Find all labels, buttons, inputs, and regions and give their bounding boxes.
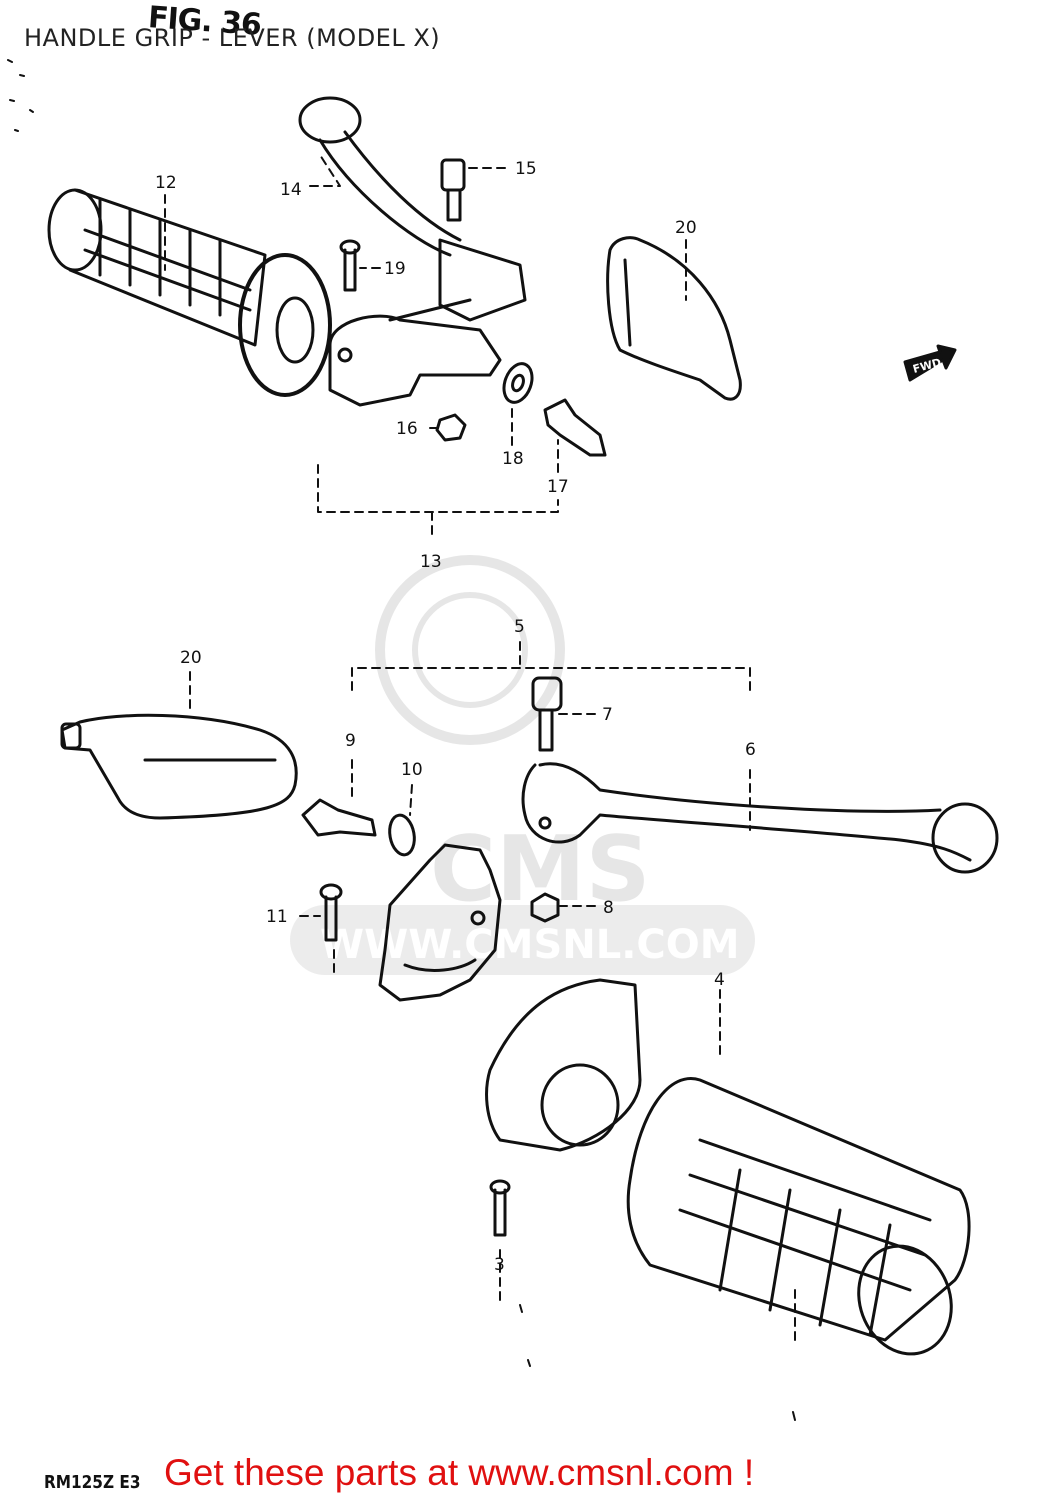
part-8-nut	[530, 892, 560, 923]
watermark: CMS WWW.CMSNL.COM	[290, 555, 755, 975]
part-lever-holder-bottom	[378, 843, 502, 1002]
callout-8: 8	[603, 898, 614, 918]
callout-15: 15	[515, 159, 537, 179]
callout-13: 13	[420, 552, 442, 572]
part-15-bolt	[440, 158, 466, 222]
part-9-bolt	[301, 798, 377, 837]
callout-20-bottom: 20	[180, 648, 202, 668]
callout-9: 9	[345, 731, 356, 751]
callout-4: 4	[714, 970, 725, 990]
callout-19: 19	[384, 259, 406, 279]
part-12-handle-grip	[47, 188, 332, 397]
scan-speckles	[7, 59, 796, 1421]
bracket-13	[317, 464, 559, 541]
part-20-cover-bottom	[60, 713, 298, 820]
part-20-cover-top	[606, 236, 742, 401]
callout-5: 5	[514, 617, 525, 637]
callout-10: 10	[401, 760, 423, 780]
part-10-washer	[388, 813, 416, 857]
leader-lines	[164, 154, 796, 1341]
callout-12: 12	[155, 173, 177, 193]
fwd-arrow-icon	[903, 344, 957, 382]
callout-7: 7	[602, 705, 613, 725]
watermark-brand: CMS	[430, 817, 650, 922]
part-6-lever	[521, 762, 999, 874]
bracket-5	[351, 641, 751, 831]
diagram-title: HANDLE GRIP - LEVER (MODEL X)	[24, 24, 441, 52]
callout-20-top: 20	[675, 218, 697, 238]
part-16-nut	[435, 413, 467, 442]
part-13-lever-holder	[328, 298, 502, 407]
part-3-screw	[489, 1179, 511, 1237]
model-code: RM125Z E3	[44, 1472, 141, 1493]
callout-16: 16	[396, 419, 418, 439]
part-11-screw	[319, 883, 343, 942]
part-throttle-housing	[485, 978, 642, 1152]
part-17-bolt	[543, 398, 607, 457]
watermark-logo	[375, 555, 565, 745]
callout-18: 18	[502, 449, 524, 469]
part-14-lever	[298, 96, 527, 322]
part-19-screw	[339, 239, 361, 292]
part-7-bolt	[531, 676, 563, 752]
parts-link[interactable]: Get these parts at www.cmsnl.com !	[164, 1452, 755, 1493]
callout-labels: 12 14 15 19 20 16 18 17 13 5 20 7 9 6 10…	[155, 159, 756, 1275]
part-throttle-grip	[626, 1077, 971, 1356]
callout-6: 6	[745, 740, 756, 760]
callout-3: 3	[494, 1255, 505, 1275]
callout-14: 14	[280, 180, 302, 200]
callout-11: 11	[266, 907, 288, 927]
watermark-url: WWW.CMSNL.COM	[320, 922, 740, 968]
callout-17: 17	[547, 477, 569, 497]
part-18-washer	[502, 362, 534, 404]
